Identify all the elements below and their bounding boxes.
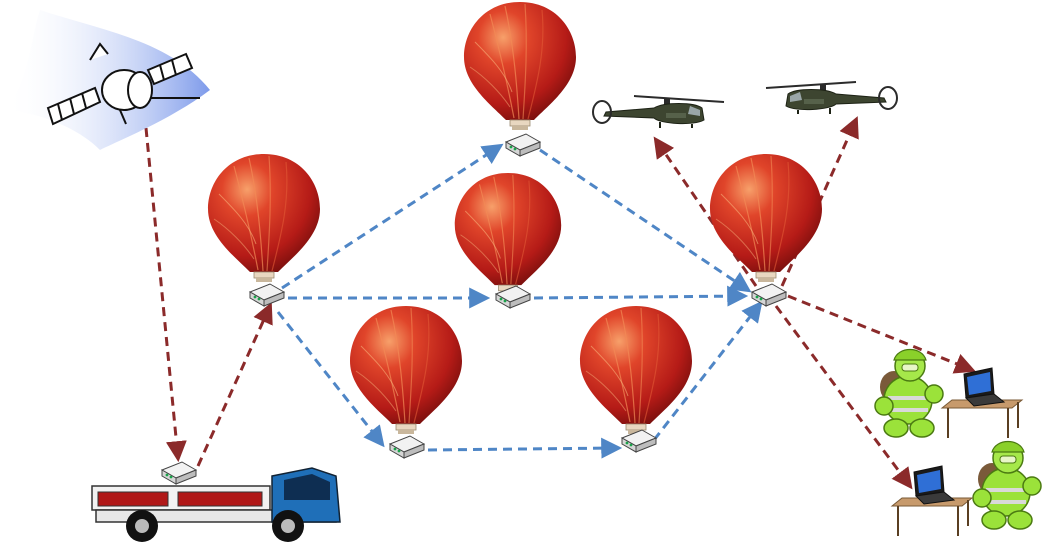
- link-balloon-1-balloon-4: [276, 311, 385, 448]
- firefighter-icon: [972, 440, 1042, 530]
- laptop-icon: [941, 367, 1023, 439]
- link-balloon-1-balloon-2: [281, 143, 504, 290]
- truck-icon: [91, 467, 341, 542]
- helicopter-2: [765, 81, 898, 115]
- link-balloon-5-balloon-6: [652, 300, 763, 441]
- link-balloon-3-balloon-6: [533, 285, 749, 307]
- truck-router-icon: [161, 461, 197, 485]
- ground-team: [874, 348, 1042, 537]
- satellite-icon: [46, 42, 200, 126]
- truck-node: [91, 461, 341, 542]
- balloon-3: [454, 172, 562, 309]
- link-balloon-6-laptop-1: [787, 294, 976, 374]
- balloon-router-icon: [505, 133, 541, 157]
- link-truck-balloon-1: [196, 302, 273, 467]
- link-balloon-4-balloon-5: [427, 437, 623, 459]
- hot-air-balloon-icon: [207, 153, 321, 283]
- balloon-5: [579, 305, 693, 453]
- link-balloon-6-laptop-2: [774, 305, 913, 490]
- helicopter-icon: [765, 81, 898, 115]
- balloon-4: [349, 305, 463, 459]
- helicopter-1: [592, 95, 725, 129]
- firefighter-icon: [874, 348, 944, 438]
- balloon-router-icon: [389, 435, 425, 459]
- hot-air-balloon-icon: [454, 172, 562, 296]
- balloon-router-icon: [751, 283, 787, 307]
- hot-air-balloon-icon: [709, 153, 823, 283]
- balloon-router-icon: [621, 429, 657, 453]
- balloon-router-icon: [249, 283, 285, 307]
- satellite-node: [5, 10, 210, 150]
- link-balloon-2-balloon-6: [539, 148, 752, 293]
- balloon-6: [709, 153, 823, 307]
- link-satellite-truck: [144, 127, 187, 463]
- hot-air-balloon-icon: [463, 1, 577, 131]
- balloon-2: [463, 1, 577, 157]
- balloon-1: [207, 153, 321, 307]
- helicopter-icon: [592, 95, 725, 129]
- hot-air-balloon-icon: [349, 305, 463, 435]
